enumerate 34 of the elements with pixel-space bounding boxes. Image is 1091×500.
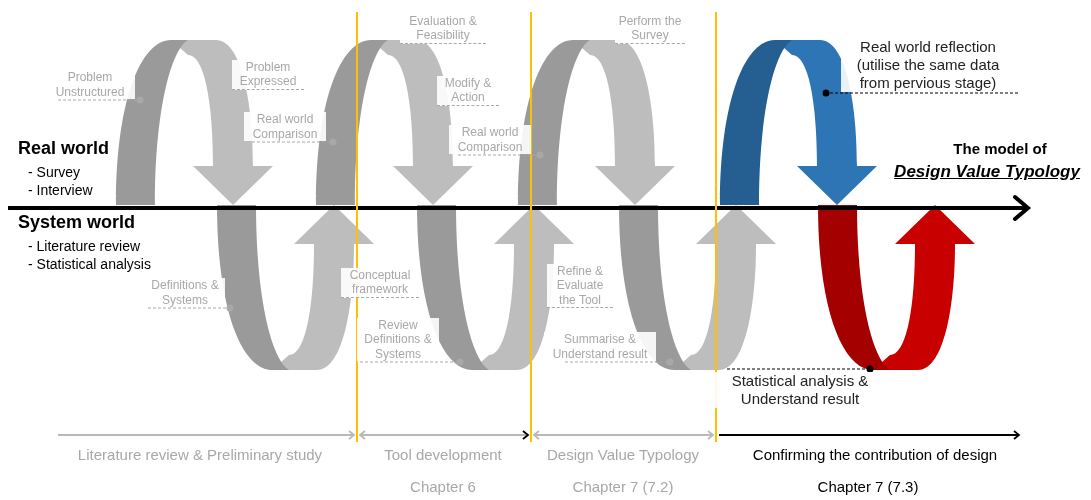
leader-line bbox=[147, 304, 234, 312]
step-label: Refine & Evaluate the Tool bbox=[547, 264, 613, 309]
chapter-label: Chapter 7 (7.2) bbox=[571, 478, 675, 496]
list-item: - Survey bbox=[28, 164, 81, 181]
leader-line bbox=[457, 151, 544, 159]
step-label: Perform the Survey bbox=[615, 14, 685, 44]
spiral-loop-drawing bbox=[818, 205, 975, 370]
list-item: - Interview bbox=[28, 182, 93, 199]
chapter-label: Chapter 7 (7.3) bbox=[816, 478, 920, 496]
leader-line bbox=[726, 365, 874, 373]
stage-label: Literature review & Preliminary study bbox=[76, 446, 324, 464]
step-label: Real world Comparison bbox=[449, 125, 531, 154]
leader-line bbox=[564, 358, 674, 366]
step-label: Review Definitions & Systems bbox=[357, 317, 439, 361]
stage-label: Design Value Typology bbox=[545, 446, 700, 464]
leader-line bbox=[251, 138, 337, 146]
heading: Real world bbox=[18, 138, 110, 160]
list-item: - Statistical analysis bbox=[28, 256, 151, 273]
model-title: Design Value Typology bbox=[893, 162, 1082, 183]
leader-line bbox=[822, 89, 1019, 97]
model-title: The model of bbox=[952, 140, 1048, 158]
step-label: Problem Expressed bbox=[232, 60, 304, 90]
list-item: - Literature review bbox=[28, 238, 141, 255]
stage-label: Tool development bbox=[383, 446, 503, 464]
stage-label: Confirming the contribution of design bbox=[751, 446, 999, 464]
chapter-label: Chapter 6 bbox=[409, 478, 477, 496]
heading: System world bbox=[18, 212, 136, 234]
step-label: Evaluation & Feasibility bbox=[400, 14, 486, 44]
step-label: Modify & Action bbox=[437, 76, 499, 106]
step-label: Summarise & Understand result bbox=[544, 332, 656, 361]
step-label: Conceptual framework bbox=[341, 268, 419, 298]
leader-line bbox=[57, 96, 144, 104]
step-label: Real world Comparison bbox=[244, 112, 326, 141]
leader-line bbox=[359, 358, 464, 366]
